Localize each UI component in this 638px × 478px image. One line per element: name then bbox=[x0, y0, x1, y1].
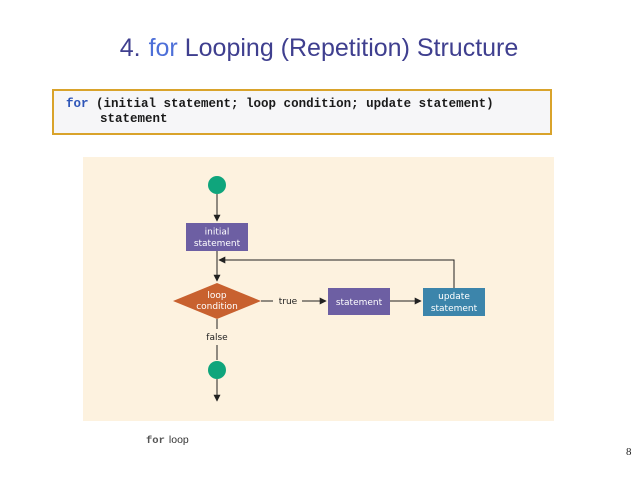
end-node bbox=[208, 361, 226, 379]
page-number: 8 bbox=[626, 446, 632, 458]
code-line-2: statement bbox=[100, 112, 168, 126]
update-label-1: update bbox=[438, 292, 470, 302]
condition-label-1: loop bbox=[207, 291, 227, 301]
title-number: 4. bbox=[119, 34, 141, 62]
initial-label-2: statement bbox=[194, 239, 241, 249]
code-line-1: for (initial statement; loop condition; … bbox=[66, 97, 550, 112]
update-statement-box bbox=[423, 288, 485, 316]
statement-label: statement bbox=[336, 298, 383, 308]
code-line-1-rest: (initial statement; loop condition; upda… bbox=[96, 97, 494, 111]
caption-text: loop bbox=[168, 434, 189, 446]
edge-update-loopback bbox=[218, 256, 455, 288]
update-label-2: statement bbox=[431, 304, 478, 314]
true-label: true bbox=[279, 297, 298, 307]
flowchart: initial statement loop condition true st… bbox=[83, 157, 554, 421]
condition-label-2: condition bbox=[196, 302, 238, 312]
initial-statement-box bbox=[186, 223, 248, 251]
title-text: Looping (Repetition) Structure bbox=[184, 34, 519, 62]
false-label: false bbox=[206, 333, 228, 343]
flowchart-svg: initial statement loop condition true st… bbox=[173, 176, 485, 402]
title-keyword: for bbox=[148, 34, 178, 62]
initial-label-1: initial bbox=[205, 228, 230, 238]
statement-box bbox=[328, 288, 390, 315]
syntax-code-box: for (initial statement; loop condition; … bbox=[52, 89, 552, 135]
loop-condition-diamond bbox=[173, 283, 261, 319]
caption-keyword: for bbox=[146, 435, 165, 447]
start-node bbox=[208, 176, 226, 194]
code-keyword: for bbox=[66, 97, 89, 111]
